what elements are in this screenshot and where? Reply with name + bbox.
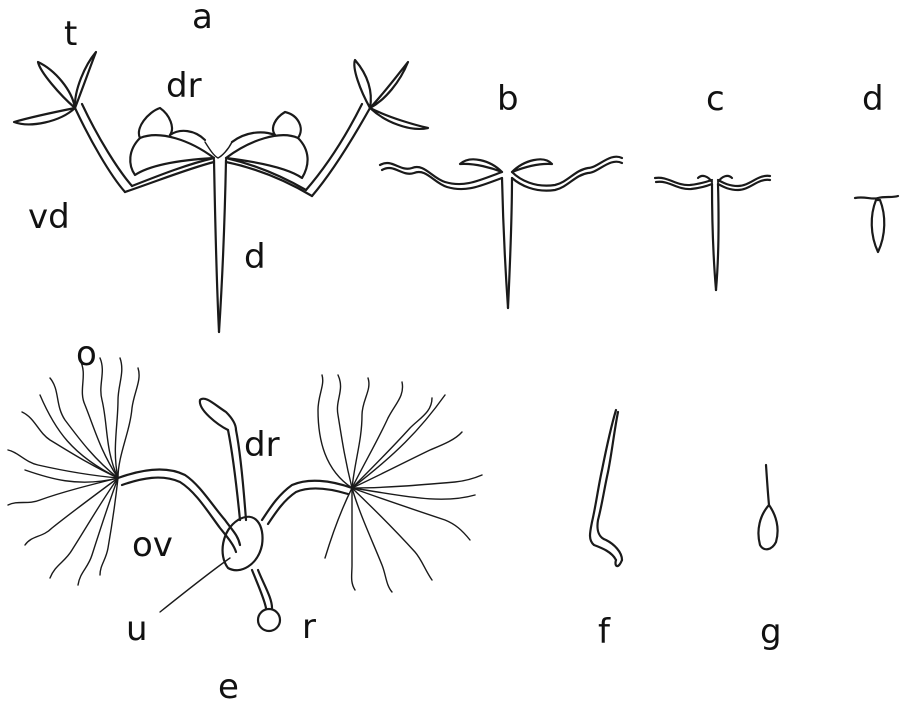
- label-dr-bottom: dr: [244, 425, 280, 465]
- figure-e: [8, 358, 482, 631]
- label-a: a: [192, 0, 213, 37]
- figure-b: [380, 157, 622, 308]
- labels: a t dr vd d b c d o dr ov u r e f g: [28, 0, 884, 703]
- figure-f: [590, 410, 622, 566]
- label-g: g: [760, 612, 782, 652]
- label-b: b: [497, 79, 519, 119]
- label-d: d: [862, 79, 884, 119]
- label-r: r: [302, 607, 316, 647]
- label-e: e: [218, 667, 239, 703]
- figure-g: [758, 465, 777, 549]
- figure-d: [855, 196, 898, 252]
- label-ov: ov: [132, 525, 173, 565]
- label-o: o: [76, 334, 97, 374]
- figure-c: [655, 176, 770, 290]
- label-c: c: [706, 79, 725, 119]
- figure-a: [14, 52, 428, 332]
- label-dr-top: dr: [166, 66, 202, 106]
- label-t: t: [64, 14, 77, 54]
- label-vd: vd: [28, 197, 70, 237]
- label-d-duct: d: [244, 237, 266, 277]
- label-f: f: [598, 612, 611, 652]
- label-u: u: [126, 609, 148, 649]
